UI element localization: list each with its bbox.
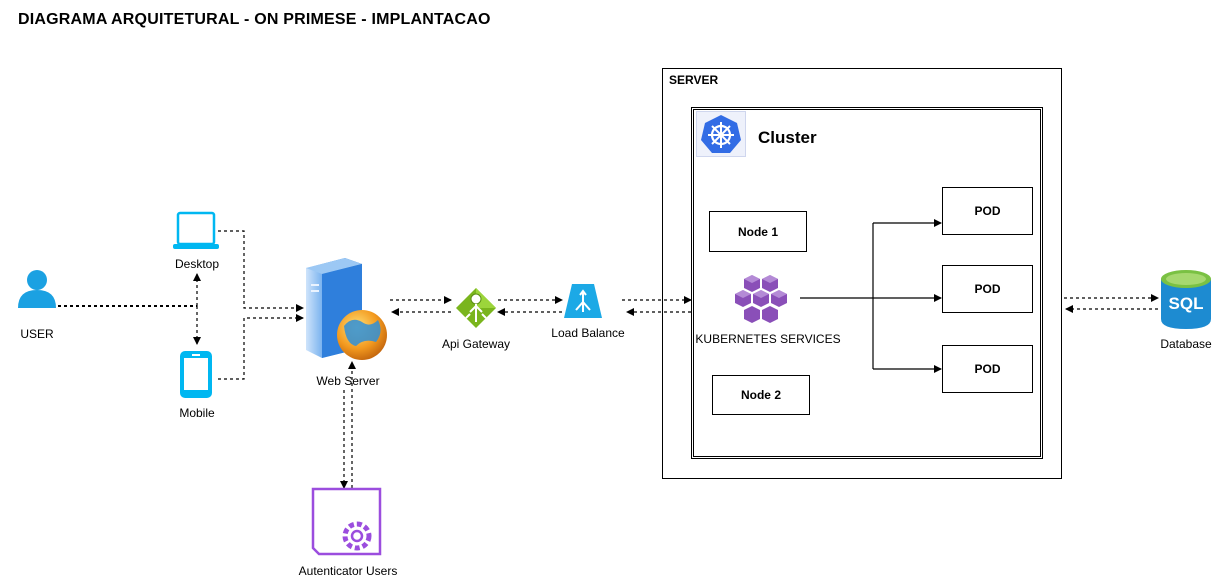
server-title: SERVER [669, 73, 719, 87]
mobile-label: Mobile [179, 406, 215, 420]
server-container [662, 68, 1062, 479]
sql-database-icon [1161, 270, 1211, 329]
api-gateway-label: Api Gateway [441, 337, 511, 351]
diagram-title: DIAGRAMA ARQUITETURAL - ON PRIMESE - IMP… [18, 11, 491, 28]
pod-box-3: POD [942, 345, 1033, 393]
sql-icon-text: SQL [1168, 294, 1204, 313]
api-gateway-icon [456, 288, 496, 328]
pod-box-2: POD [942, 265, 1033, 313]
connectors [58, 230, 1159, 489]
node-1-box: Node 1 [709, 211, 807, 252]
load-balance-label: Load Balance [551, 326, 625, 340]
kubernetes-services-label: KUBERNETES SERVICES [695, 332, 841, 346]
desktop-label: Desktop [174, 257, 220, 271]
gear-icon [311, 487, 382, 556]
database-label: Database [1160, 337, 1212, 351]
web-server-label: Web Server [316, 374, 380, 388]
web-server-icon [306, 258, 387, 360]
connector-desktop-webserver [218, 230, 304, 312]
pod-connectors [800, 219, 942, 373]
cluster-title: Cluster [758, 128, 817, 147]
kubernetes-services-icon [730, 273, 802, 325]
kubernetes-icon [696, 111, 746, 157]
mobile-icon [180, 351, 212, 398]
connector-mobile-webserver [218, 314, 304, 380]
node-2-box: Node 2 [712, 375, 810, 415]
laptop-icon [173, 211, 219, 249]
cluster-container [691, 107, 1043, 459]
user-label: USER [20, 327, 54, 341]
load-balancer-icon [564, 284, 602, 318]
authenticator-label: Autenticator Users [298, 564, 398, 578]
user-icon [18, 270, 56, 308]
pod-box-1: POD [942, 187, 1033, 235]
